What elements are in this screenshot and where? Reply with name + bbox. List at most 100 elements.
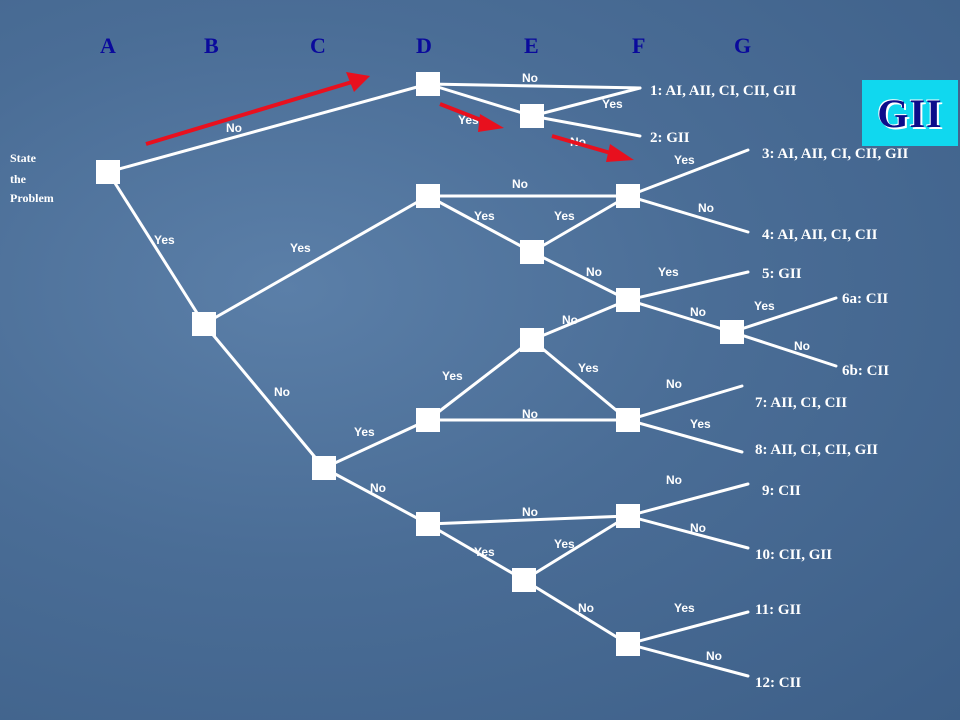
- edge-b-c: [202, 322, 326, 470]
- column-a: A: [100, 33, 116, 58]
- edge-label: No: [274, 385, 290, 399]
- column-headers: A B C D E F G: [100, 33, 751, 58]
- edge-label: Yes: [690, 417, 711, 431]
- edge-d-o1: [426, 82, 642, 90]
- node-d2: [416, 184, 440, 208]
- node-d4: [416, 512, 440, 536]
- edge-f4-o9: [626, 482, 750, 518]
- edge-label: No: [562, 313, 578, 327]
- edge-label: No: [370, 481, 386, 495]
- gii-badge-text: GII: [877, 90, 943, 136]
- edge-label: Yes: [658, 265, 679, 279]
- edge-label: No: [666, 473, 682, 487]
- column-e: E: [524, 33, 539, 58]
- edge-f4-o10: [626, 514, 750, 550]
- column-c: C: [310, 33, 326, 58]
- node-a: [96, 160, 120, 184]
- red-arrow-3: [551, 134, 615, 156]
- edge-a-d: [106, 82, 430, 174]
- edge-g1-o6a: [730, 296, 838, 334]
- edge-d4-e4: [426, 522, 526, 582]
- edge-d3-e3: [426, 338, 534, 422]
- edge-label: No: [698, 201, 714, 215]
- outcome-10: 10: CII, GII: [755, 547, 832, 563]
- red-arrowhead-2: [478, 114, 504, 132]
- edge-label: No: [512, 177, 528, 191]
- node-f2: [616, 288, 640, 312]
- red-arrowhead-1: [346, 72, 370, 92]
- edge-f5-o11: [626, 610, 750, 646]
- column-g: G: [734, 33, 751, 58]
- edge-e4-f5: [522, 578, 630, 646]
- edge-c-d3: [322, 418, 430, 470]
- node-e1: [520, 104, 544, 128]
- edge-label: No: [666, 377, 682, 391]
- edge-label: Yes: [554, 209, 575, 223]
- edge-f5-o12: [626, 642, 750, 678]
- edge-g1-o6b: [730, 330, 838, 368]
- start-label: State the Problem: [10, 151, 54, 205]
- edge-f3-o7: [626, 384, 744, 422]
- edge-c-d4: [322, 466, 430, 526]
- edge-e3-f3: [530, 338, 630, 422]
- outcome-7: 7: AII, CI, CII: [755, 395, 847, 411]
- outcome-12: 12: CII: [755, 675, 801, 691]
- gii-badge: GII: [862, 80, 958, 146]
- edge-a-b: [106, 170, 206, 326]
- outcome-4: 4: AI, AII, CI, CII: [762, 227, 878, 243]
- column-b: B: [204, 33, 219, 58]
- edge-label: Yes: [554, 537, 575, 551]
- edge-label: No: [690, 521, 706, 535]
- edge-f3-o8: [626, 418, 744, 454]
- edge-label: Yes: [602, 97, 623, 111]
- edge-e4-f4: [522, 514, 630, 582]
- edge-f2-g1: [626, 298, 734, 334]
- edge-label: No: [794, 339, 810, 353]
- node-e2: [520, 240, 544, 264]
- outcome-1: 1: AI, AII, CI, CII, GII: [650, 83, 796, 99]
- outcome-3: 3: AI, AII, CI, CII, GII: [762, 146, 908, 162]
- start-label-line-2: the: [10, 172, 27, 186]
- node-d3: [416, 408, 440, 432]
- node-f1: [616, 184, 640, 208]
- edge-label: No: [226, 121, 242, 135]
- node-f3: [616, 408, 640, 432]
- edge-label: No: [522, 407, 538, 421]
- edge-d4-f4: [426, 514, 630, 526]
- node-f5: [616, 632, 640, 656]
- edge-e1-o1: [530, 86, 642, 118]
- edge-label: Yes: [474, 209, 495, 223]
- edge-f1-o3: [626, 148, 750, 198]
- tree-edges: [106, 82, 838, 678]
- node-g1: [720, 320, 744, 344]
- edge-e1-o2: [530, 114, 642, 138]
- column-f: F: [632, 33, 645, 58]
- edge-label: Yes: [442, 369, 463, 383]
- edge-label: Yes: [674, 153, 695, 167]
- red-arrow-2: [439, 102, 487, 124]
- edge-label: No: [578, 601, 594, 615]
- red-arrow-1: [145, 80, 353, 146]
- edge-label: Yes: [754, 299, 775, 313]
- outcome-2: 2: GII: [650, 130, 690, 146]
- red-arrowhead-3: [606, 144, 634, 162]
- outcome-8: 8: AII, CI, CII, GII: [755, 442, 878, 458]
- edge-label: No: [586, 265, 602, 279]
- outcome-6a: 6a: CII: [842, 291, 888, 307]
- edge-label: No: [522, 71, 538, 85]
- node-b: [192, 312, 216, 336]
- edge-e2-f2: [530, 250, 630, 302]
- edge-label: Yes: [474, 545, 495, 559]
- edge-label: Yes: [290, 241, 311, 255]
- start-label-line-1: State: [10, 151, 37, 165]
- outcome-labels: 1: AI, AII, CI, CII, GII 2: GII 3: AI, A…: [650, 83, 908, 691]
- edge-label: No: [522, 505, 538, 519]
- edge-f1-o4: [626, 194, 750, 234]
- outcome-5: 5: GII: [762, 266, 802, 282]
- edge-label: Yes: [154, 233, 175, 247]
- decision-nodes: [96, 72, 744, 656]
- node-e3: [520, 328, 544, 352]
- edge-b-d2: [202, 194, 430, 326]
